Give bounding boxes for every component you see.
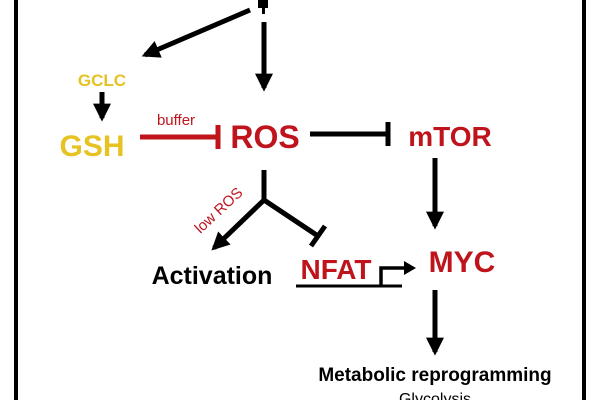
node-gsh: GSH (59, 130, 124, 163)
inhibit-ros-to-nfat (262, 197, 328, 248)
node-gclc: GCLC (78, 71, 126, 90)
inhibit-ros-to-mtor (310, 122, 391, 146)
arrow-lowros-to-activation (211, 198, 266, 251)
edge-label-low-ros: low ROS (191, 184, 246, 237)
node-mtor: mTOR (408, 121, 492, 152)
node-activation: Activation (152, 262, 273, 290)
promoter-arrow-icon (379, 261, 416, 286)
node-ros: ROS (230, 119, 299, 155)
inhibit-gsh-to-ros (140, 125, 221, 149)
edge-label-buffer: buffer (157, 112, 195, 129)
node-metabolic-reprogramming: Metabolic reprogramming (318, 365, 551, 386)
arrow-top-to-gclc (141, 7, 251, 58)
top-source-icon (258, 0, 268, 14)
node-myc: MYC (429, 246, 496, 279)
node-glycolysis: Glycolysis (399, 391, 471, 400)
node-nfat: NFAT (300, 254, 371, 285)
